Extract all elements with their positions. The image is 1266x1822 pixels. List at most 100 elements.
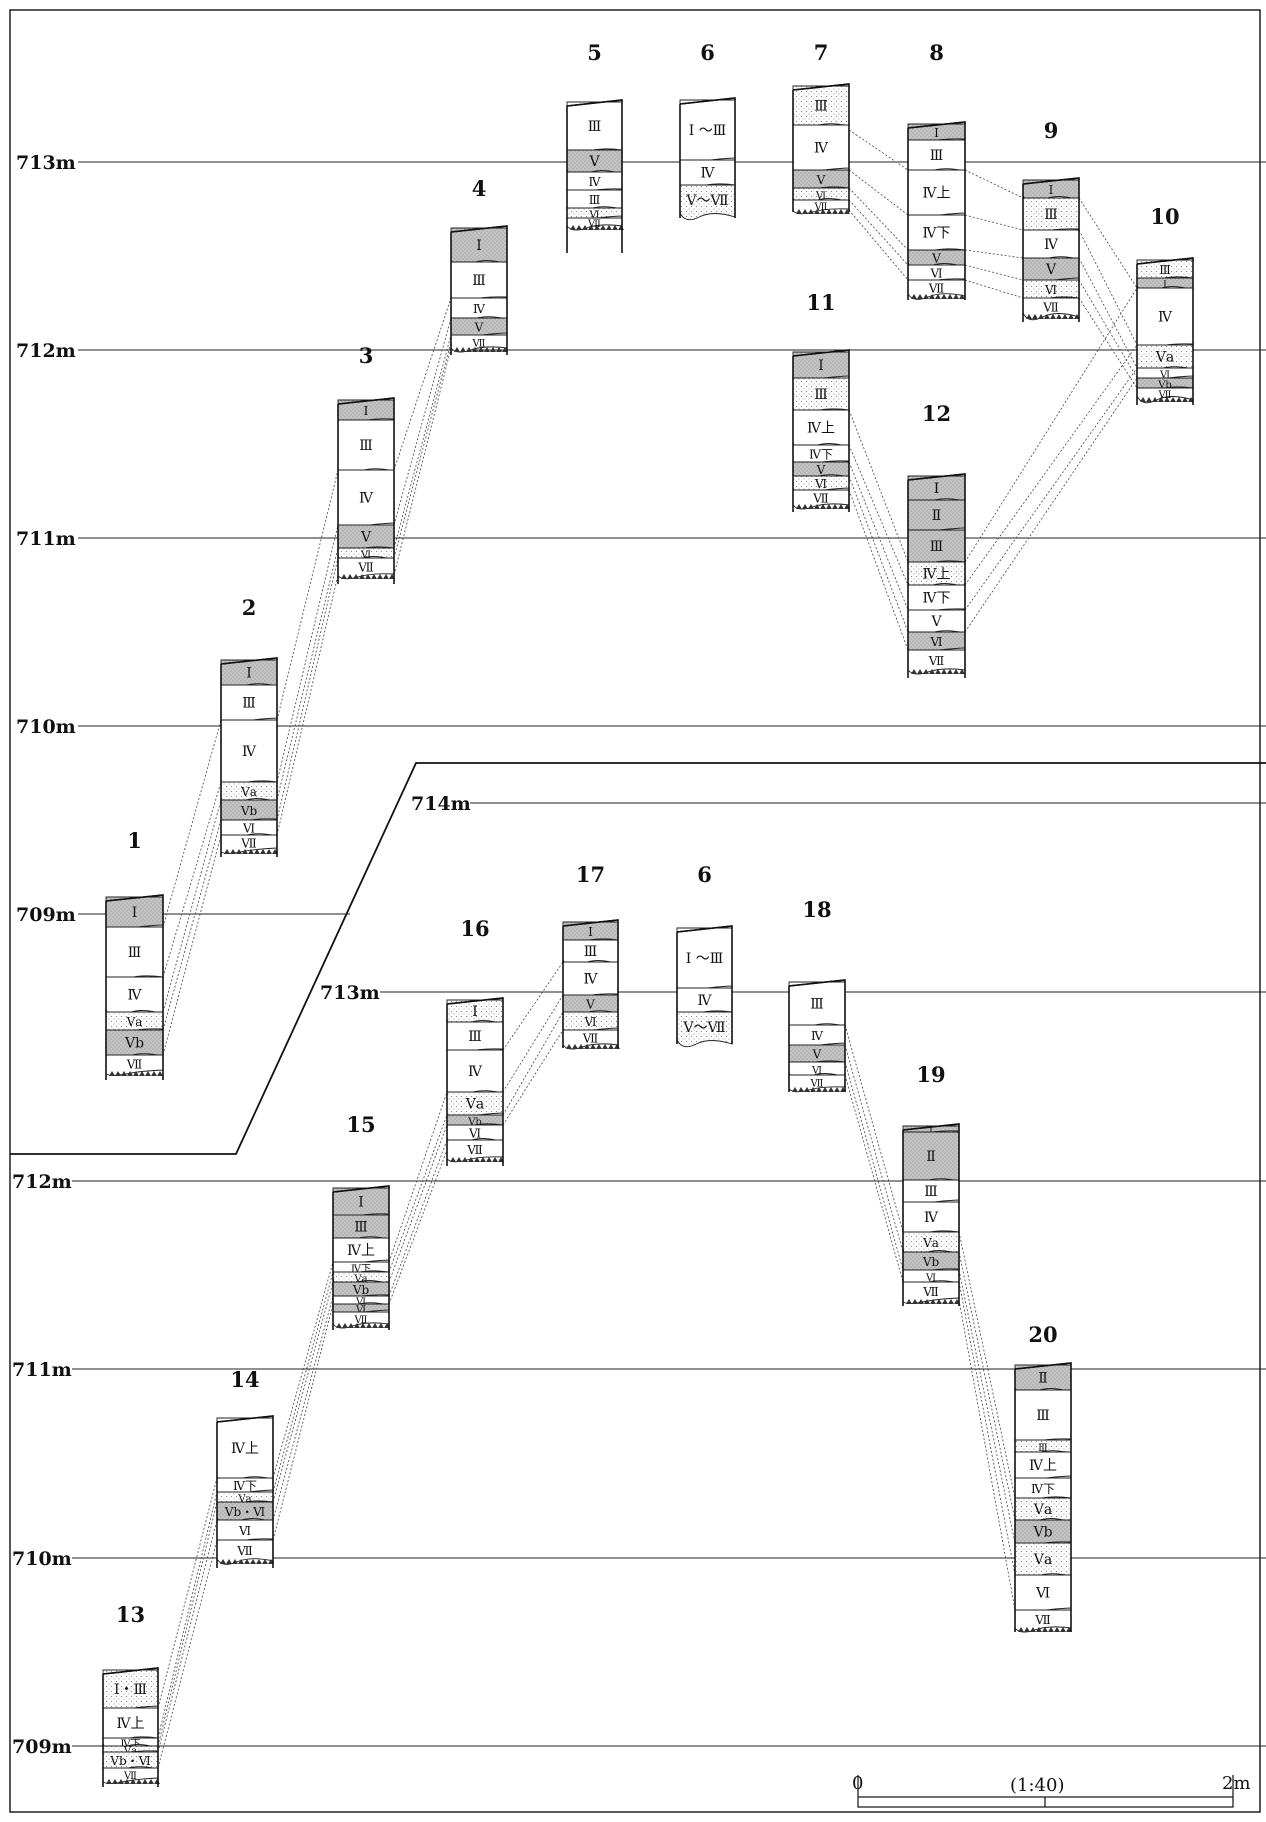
gravel-mark [347,574,353,579]
gravel-mark [1164,397,1170,402]
gravel-mark [242,849,248,854]
column-number: 14 [230,1367,259,1392]
gravel-mark [490,347,496,352]
correlation-line [844,1061,904,1271]
correlation-line [1078,297,1138,389]
gravel-mark [588,225,594,230]
gravel-mark [371,574,377,579]
layer-label: Ⅴa [1033,1552,1052,1568]
gravel-mark [342,1323,348,1328]
layer-label: Ⅵ [929,267,942,281]
gravel-mark [820,209,826,214]
gravel-mark [230,849,236,854]
gravel-mark [1170,397,1176,402]
layer-label: I [364,404,369,418]
layer-label: Ⅶ [1034,1613,1051,1627]
correlation-line [393,347,452,576]
gravel-mark [454,347,460,352]
layer-label: Ⅳ下 [233,1479,257,1493]
layer-label: Ⅲ [472,273,486,289]
correlation-line [848,475,909,633]
gravel-mark [468,1157,474,1162]
gravel-mark [109,1071,115,1076]
layer-label: Ⅶ [466,1143,483,1157]
column-number: 1 [127,828,142,853]
layer-label: Ⅶ [1042,301,1059,315]
gravel-mark [935,669,941,674]
correlation-line [276,524,339,783]
layer-label: Ⅳ [924,1210,939,1226]
elevation-label: 709m [12,1736,72,1758]
layer-label: I ～Ⅲ [686,951,723,967]
column-top [792,83,850,91]
column-top [102,1667,159,1675]
lower-panel-outline [10,762,1266,1155]
column-top [105,894,164,902]
gravel-mark [953,669,959,674]
gravel-mark [1026,314,1032,319]
gravel-mark [1050,314,1056,319]
gravel-mark [360,1323,366,1328]
layer-label: Ⅵ [468,1127,481,1141]
elevation-label: 709m [16,904,76,926]
elevation-label: 710m [16,716,76,738]
layer-label: Ⅴb [922,1255,940,1269]
layer-label: I [358,1195,364,1211]
gravel-mark [953,294,959,299]
layer-label: Ⅵ [355,1305,366,1316]
gravel-mark [911,294,917,299]
layer-label: Ⅳ [359,491,374,507]
correlation-line [157,1477,218,1709]
correlation-line [272,1303,334,1541]
layer-label: Ⅶ [472,339,486,350]
layer-label: Ⅳ上 [923,567,951,583]
correlation-line [162,834,222,1056]
layer-label: Ⅴb [240,804,258,818]
gravel-mark [112,1779,118,1784]
gravel-mark [145,1071,151,1076]
correlation-line [848,461,909,611]
layer-label: Ⅳ下 [351,1264,371,1275]
layer-label: Ⅴ [930,614,942,630]
layer-label: Ⅲ [589,193,601,207]
layer-label: Ⅴa [465,1097,484,1113]
column-number: 15 [346,1112,375,1137]
correlation-line [272,1281,334,1503]
gravel-mark [1036,1627,1042,1632]
layer-label: Ⅵ [811,1066,822,1077]
gravel-mark [260,849,266,854]
layer-label: Ⅳ上 [923,186,951,202]
gravel-mark [826,209,832,214]
gravel-mark [1062,314,1068,319]
correlation-line [848,199,909,266]
gravel-mark [832,209,838,214]
gravel-mark [232,1559,238,1564]
scale-start-label: 0 [852,1773,863,1794]
correlation-line [157,1491,218,1739]
gravel-mark [366,1323,372,1328]
correlation-line [502,994,564,1093]
gravel-mark [262,1559,268,1564]
layer-label: Ⅵ [929,635,942,649]
correlation-line [964,287,1138,563]
gravel-mark [796,209,802,214]
gravel-mark [584,1044,590,1049]
column-top [1014,1362,1072,1370]
column-top [1022,177,1080,185]
gravel-mark [1056,314,1062,319]
gravel-mark [450,1157,456,1162]
gravel-mark [814,504,820,509]
gravel-mark [236,849,242,854]
layer-label: Ⅲ [584,944,598,960]
gravel-mark [127,1071,133,1076]
gravel-mark [1158,397,1164,402]
gravel-mark [118,1779,124,1784]
layer-label: Ⅳ [128,988,143,1004]
gravel-mark [486,1157,492,1162]
